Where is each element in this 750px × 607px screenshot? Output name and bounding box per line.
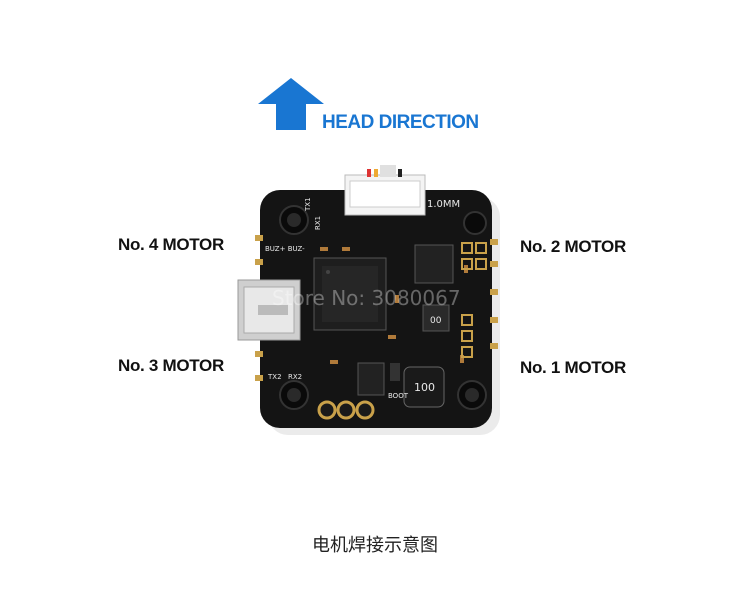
- caption: 电机焊接示意图: [312, 535, 438, 556]
- left-solder-pads: [255, 235, 263, 381]
- mcu-chip: [313, 257, 387, 331]
- header-pins: [461, 242, 487, 358]
- right-solder-pads: [490, 239, 498, 349]
- silk-rx1: RX1: [314, 216, 322, 230]
- jst-connector: [344, 165, 426, 216]
- silk-rx2: RX2: [288, 373, 302, 381]
- motor-4-label: No. 4 MOTOR: [118, 235, 224, 254]
- silk-tx1: TX1: [304, 197, 312, 212]
- motor-1-label: No. 1 MOTOR: [520, 358, 626, 377]
- small-inductor: [422, 304, 450, 332]
- gyro-chip: [414, 244, 454, 284]
- mounting-holes: [279, 205, 487, 410]
- connector-label: 1.0MM: [427, 199, 460, 210]
- head-direction-label: HEAD DIRECTION: [322, 112, 479, 133]
- flight-controller-board: 1.0MM 00 100: [237, 165, 500, 435]
- motor-3-label: No. 3 MOTOR: [118, 356, 224, 375]
- silk-tx2: TX2: [267, 373, 282, 381]
- large-inductor: 100: [403, 366, 445, 408]
- silk-boot: BOOT: [388, 392, 409, 400]
- motor-2-label: No. 2 MOTOR: [520, 237, 626, 256]
- silk-buz: BUZ+ BUZ-: [265, 245, 305, 253]
- svg-text:00: 00: [430, 316, 442, 326]
- usb-connector: [237, 279, 301, 341]
- up-arrow-icon: [258, 78, 324, 130]
- svg-text:100: 100: [414, 381, 435, 394]
- boot-pads: [317, 400, 375, 420]
- store-watermark: Store No: 3080067: [272, 286, 461, 310]
